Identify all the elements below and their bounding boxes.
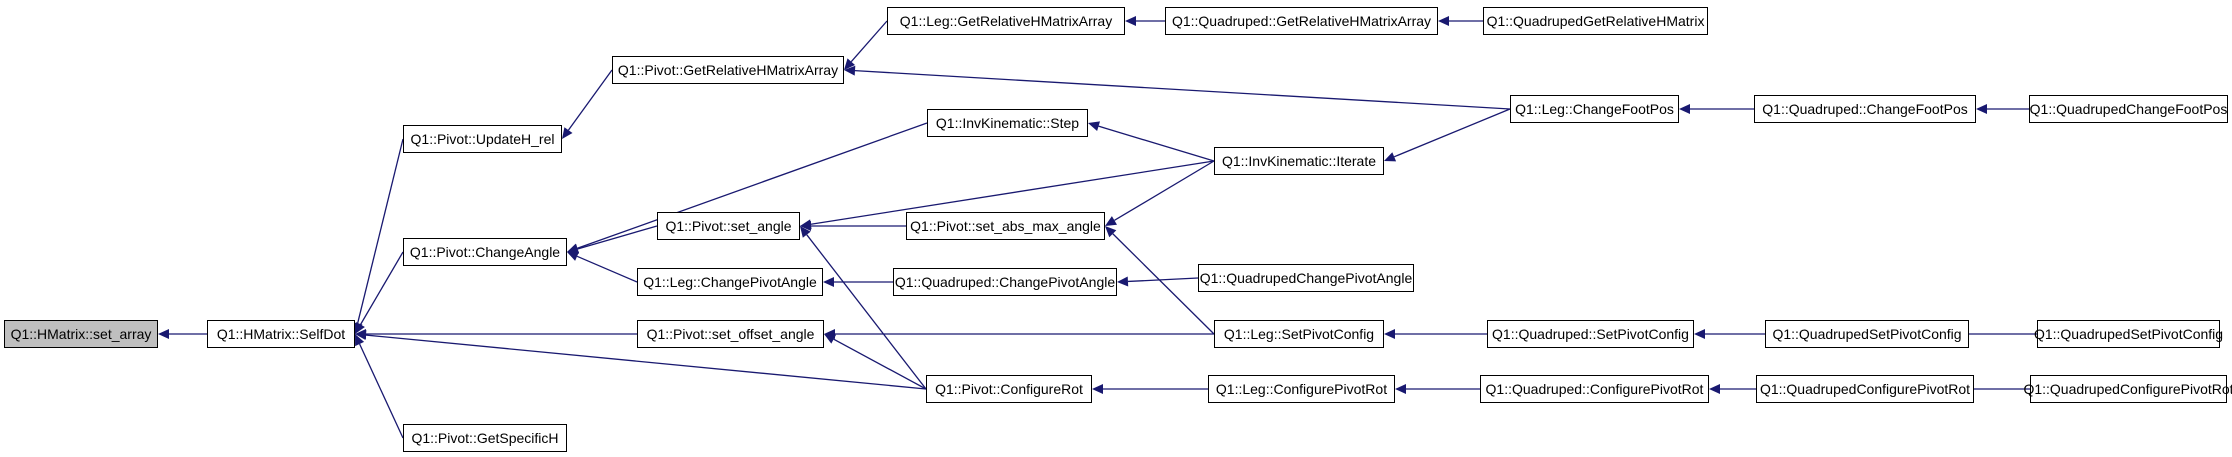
edge-n15-n11 — [1098, 125, 1215, 162]
node-hmatrix-selfdot[interactable]: Q1::HMatrix::SelfDot — [207, 320, 355, 348]
arrowhead-n9-n6 — [800, 226, 811, 238]
node-quadruped-setpivotconfig[interactable]: Q1::Quadruped::SetPivotConfig — [1487, 320, 1694, 348]
arrowhead-n9-n1 — [355, 330, 367, 340]
arrowhead-n16-n12 — [1105, 226, 1117, 238]
node-quadrupedchangepivotangle[interactable]: Q1::QuadrupedChangePivotAngle — [1198, 264, 1414, 292]
node-leg-setpivotconfig[interactable]: Q1::Leg::SetPivotConfig — [1214, 320, 1384, 348]
arrowhead-n6-n3 — [567, 244, 579, 254]
arrowhead-n19-n15 — [1384, 152, 1397, 162]
arrowhead-n20-n13 — [1117, 276, 1129, 287]
node-quadrupedgetrelativehmatrix[interactable]: Q1::QuadrupedGetRelativeHMatrix — [1483, 7, 1708, 35]
edge-n19-n15 — [1393, 108, 1511, 158]
arrowhead-n18-n14 — [1438, 16, 1449, 26]
edge-n15-n12 — [1114, 160, 1215, 221]
node-pivot-set-abs-max-angle[interactable]: Q1::Pivot::set_abs_max_angle — [906, 212, 1105, 240]
edge-n6-n3 — [577, 225, 658, 250]
node-leg-changepivotangle[interactable]: Q1::Leg::ChangePivotAngle — [637, 268, 823, 296]
arrowhead-n5-n2 — [562, 127, 573, 139]
node-invkinematic-iterate[interactable]: Q1::InvKinematic::Iterate — [1214, 147, 1384, 175]
node-quadruped-getrelativehmatrixarray[interactable]: Q1::Quadruped::GetRelativeHMatrixArray — [1165, 7, 1438, 35]
node-pivot-set-offset-angle[interactable]: Q1::Pivot::set_offset_angle — [637, 320, 824, 348]
arrowhead-n4-n1 — [355, 334, 365, 347]
arrowhead-n7-n3 — [567, 251, 580, 261]
edge-n2-n1 — [356, 138, 404, 324]
node-leg-changefootpos[interactable]: Q1::Leg::ChangeFootPos — [1510, 95, 1679, 123]
edge-n9-n1 — [365, 334, 927, 390]
edge-n9-n6 — [806, 234, 927, 390]
arrowhead-n27-n21 — [1694, 329, 1705, 339]
node-quadrupedsetpivotconfig[interactable]: Q1::QuadrupedSetPivotConfig — [2034, 320, 2223, 348]
edge-n10-n5 — [850, 20, 888, 63]
node-quadrupedconfigurepivotrot-mid[interactable]: Q1::QuadrupedConfigurePivotRot — [1756, 375, 1974, 403]
arrowhead-n1-n0 — [158, 329, 169, 339]
arrowhead-n12-n6 — [800, 221, 811, 231]
arrowhead-n23-n19 — [1679, 104, 1690, 114]
node-pivot-getspecifich[interactable]: Q1::Pivot::GetSpecificH — [403, 424, 567, 452]
edge-n5-n2 — [567, 69, 613, 131]
node-quadrupedsetpivotconfig-mid[interactable]: Q1::QuadrupedSetPivotConfig — [1765, 320, 1969, 348]
arrowhead-n21-n16 — [1384, 329, 1395, 339]
node-quadrupedconfigurepivotrot[interactable]: Q1::QuadrupedConfigurePivotRot — [2023, 375, 2232, 403]
node-quadruped-changefootpos[interactable]: Q1::Quadruped::ChangeFootPos — [1754, 95, 1976, 123]
arrowhead-n22-n17 — [1395, 384, 1406, 394]
arrowhead-n14-n10 — [1125, 16, 1136, 26]
arrowhead-n17-n9 — [1092, 384, 1103, 394]
edge-n16-n12 — [1112, 233, 1215, 335]
node-pivot-updateh-rel[interactable]: Q1::Pivot::UpdateH_rel — [403, 125, 562, 153]
node-leg-getrelativehmatrixarray[interactable]: Q1::Leg::GetRelativeHMatrixArray — [887, 7, 1125, 35]
arrowhead-n15-n11 — [1088, 121, 1100, 131]
arrowhead-n3-n1 — [355, 322, 365, 334]
arrowhead-n10-n5 — [844, 58, 855, 70]
edge-n20-n13 — [1127, 277, 1199, 283]
edge-n9-n8 — [833, 338, 927, 390]
node-quadruped-changepivotangle[interactable]: Q1::Quadruped::ChangePivotAngle — [893, 268, 1117, 296]
edge-n4-n1 — [359, 343, 404, 439]
node-quadruped-configurepivotrot[interactable]: Q1::Quadruped::ConfigurePivotRot — [1480, 375, 1709, 403]
node-hmatrix-set-array: Q1::HMatrix::set_array — [4, 320, 158, 348]
edge-n11-n3 — [577, 122, 928, 249]
arrowhead-n19-n5 — [844, 65, 856, 76]
arrowhead-n28-n22 — [1709, 384, 1720, 394]
edge-n19-n5 — [854, 69, 1511, 110]
arrowhead-n9-n8 — [824, 334, 837, 344]
edge-n7-n3 — [576, 255, 638, 283]
arrowhead-n13-n7 — [823, 277, 834, 287]
edge-n3-n1 — [359, 251, 404, 325]
arrowhead-n15-n12 — [1105, 216, 1117, 226]
edge-n15-n6 — [810, 160, 1215, 225]
arrowhead-n26-n23 — [1976, 104, 1987, 114]
node-leg-configurepivotrot[interactable]: Q1::Leg::ConfigurePivotRot — [1208, 375, 1395, 403]
node-pivot-set-angle[interactable]: Q1::Pivot::set_angle — [657, 212, 800, 240]
node-pivot-changeangle[interactable]: Q1::Pivot::ChangeAngle — [403, 238, 567, 266]
node-pivot-getrelativehmatrixarray[interactable]: Q1::Pivot::GetRelativeHMatrixArray — [612, 56, 844, 84]
node-invkinematic-step[interactable]: Q1::InvKinematic::Step — [927, 109, 1088, 137]
node-pivot-configurerot[interactable]: Q1::Pivot::ConfigureRot — [926, 375, 1092, 403]
node-quadrupedchangefootpos[interactable]: Q1::QuadrupedChangeFootPos — [2029, 95, 2228, 123]
